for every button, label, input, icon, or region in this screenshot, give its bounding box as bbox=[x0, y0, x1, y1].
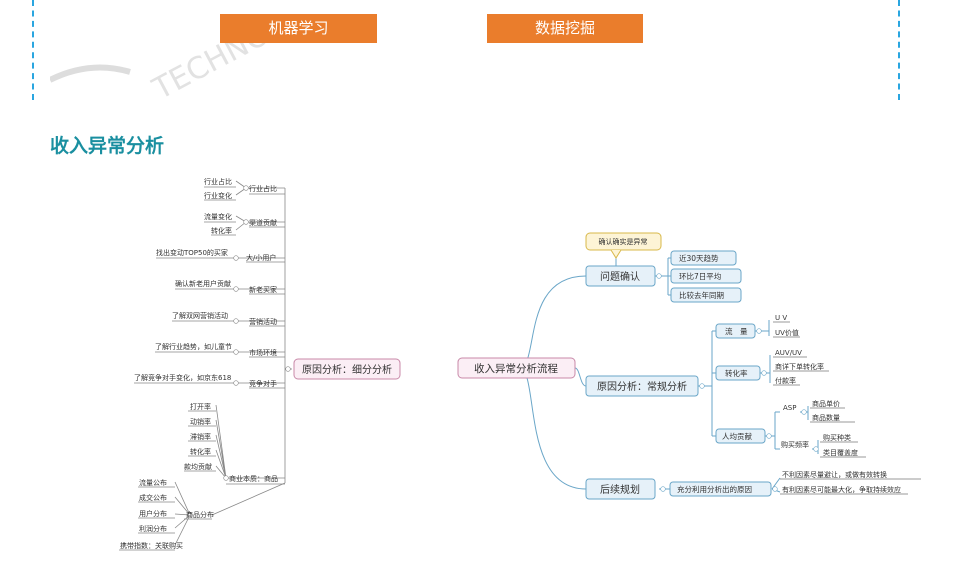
branch-label: 后续规划 bbox=[600, 483, 640, 496]
leaf: 类目覆盖度 bbox=[823, 448, 858, 457]
left-branch-label: 商品分布 bbox=[186, 510, 214, 519]
node-use-reasons bbox=[669, 481, 772, 497]
left-branch-label: 渠道贡献 bbox=[249, 218, 277, 227]
leaf: UV价值 bbox=[775, 328, 799, 337]
left-leaf: 打开率 bbox=[190, 402, 211, 411]
left-leaf: 了解行业趋势，如儿童节 bbox=[155, 342, 232, 351]
left-leaf: 转化率 bbox=[190, 447, 211, 456]
left-leaf: 动销率 bbox=[190, 417, 211, 426]
node-wow bbox=[670, 268, 742, 284]
left-leaf: 找出变动TOP50的买家 bbox=[156, 248, 228, 257]
node-yoy bbox=[670, 287, 742, 303]
left-leaf: 款均贡献 bbox=[184, 462, 212, 471]
left-leaf: 了解竞争对手变化，如京东618 bbox=[134, 373, 231, 382]
sub-branch-label: 购买频率 bbox=[781, 440, 809, 449]
sub-branch-label: 流 量 bbox=[725, 326, 748, 336]
branch-label: 原因分析：常规分析 bbox=[597, 380, 687, 393]
left-leaf: 行业变化 bbox=[204, 191, 232, 200]
dashed-border-right bbox=[898, 0, 900, 100]
node-30day bbox=[670, 250, 737, 266]
node-per-capita bbox=[715, 428, 766, 444]
left-leaf: 滞销率 bbox=[190, 432, 211, 441]
section-title: 收入异常分析 bbox=[50, 135, 165, 157]
leaf: 比较去年同期 bbox=[679, 290, 724, 300]
left-branch-label: 行业占比 bbox=[249, 184, 277, 193]
tab-data-mining[interactable]: 数据挖掘 bbox=[487, 14, 643, 43]
left-branch-label: 营销活动 bbox=[249, 317, 277, 326]
node-follow-up bbox=[585, 478, 656, 500]
leaf: AUV/UV bbox=[775, 349, 802, 357]
leaf: 付款率 bbox=[775, 376, 796, 385]
left-leaf: 流量公布 bbox=[139, 478, 167, 487]
left-branch-label: 新老买家 bbox=[249, 285, 277, 294]
left-leaf: 利润分布 bbox=[139, 524, 167, 533]
leaf: U V bbox=[775, 314, 787, 322]
leaf: 商品单价 bbox=[812, 399, 840, 408]
node-conversion bbox=[715, 365, 761, 381]
leaf: 商详下单转化率 bbox=[775, 362, 824, 371]
left-leaf: 行业占比 bbox=[204, 177, 232, 186]
left-branch-label: 商业本质：商品 bbox=[229, 474, 278, 483]
left-leaf: 用户分布 bbox=[139, 509, 167, 518]
leaf: 近30天趋势 bbox=[679, 253, 719, 263]
leaf: 有利因素尽可能最大化，争取持续效应 bbox=[782, 485, 901, 494]
left-leaf: 转化率 bbox=[211, 226, 232, 235]
sub-branch-label: ASP bbox=[783, 404, 796, 412]
leaf: 环比7日平均 bbox=[679, 271, 721, 281]
left-branch-label: 竞争对手 bbox=[249, 379, 277, 388]
node-reason-analysis bbox=[585, 375, 699, 397]
node-problem-confirm bbox=[585, 265, 656, 287]
sub-branch-label: 人均贡献 bbox=[722, 431, 752, 441]
callout-text: 确认确实是异常 bbox=[599, 237, 648, 246]
left-root-label: 原因分析：细分分析 bbox=[302, 363, 392, 376]
right-root-label: 收入异常分析流程 bbox=[474, 362, 558, 375]
left-leaf: 确认新老用户贡献 bbox=[175, 279, 231, 288]
sub-branch-label: 充分利用分析出的原因 bbox=[677, 484, 752, 494]
left-branch-label: 市场环境 bbox=[249, 348, 277, 357]
left-root-node bbox=[293, 358, 401, 380]
branch-label: 问题确认 bbox=[600, 270, 640, 283]
left-leaf: 流量变化 bbox=[204, 212, 232, 221]
leaf: 不利因素尽量避让，或做有效转换 bbox=[782, 470, 887, 479]
callout-pointer bbox=[610, 249, 622, 259]
leaf: 商品数量 bbox=[812, 413, 840, 422]
sub-branch-label: 转化率 bbox=[725, 368, 748, 378]
left-leaf: 了解双网营销活动 bbox=[172, 311, 228, 320]
left-leaf: 携带指数：关联购买 bbox=[120, 541, 183, 550]
left-branch-label: 大/小用户 bbox=[246, 253, 276, 262]
right-root-node bbox=[457, 357, 576, 379]
left-leaf: 成交公布 bbox=[139, 493, 167, 502]
node-flow bbox=[715, 323, 756, 339]
dashed-border-left bbox=[32, 0, 34, 100]
tab-machine-learning[interactable]: 机器学习 bbox=[220, 14, 377, 43]
callout-box bbox=[585, 232, 662, 251]
leaf: 购买种类 bbox=[823, 433, 851, 442]
